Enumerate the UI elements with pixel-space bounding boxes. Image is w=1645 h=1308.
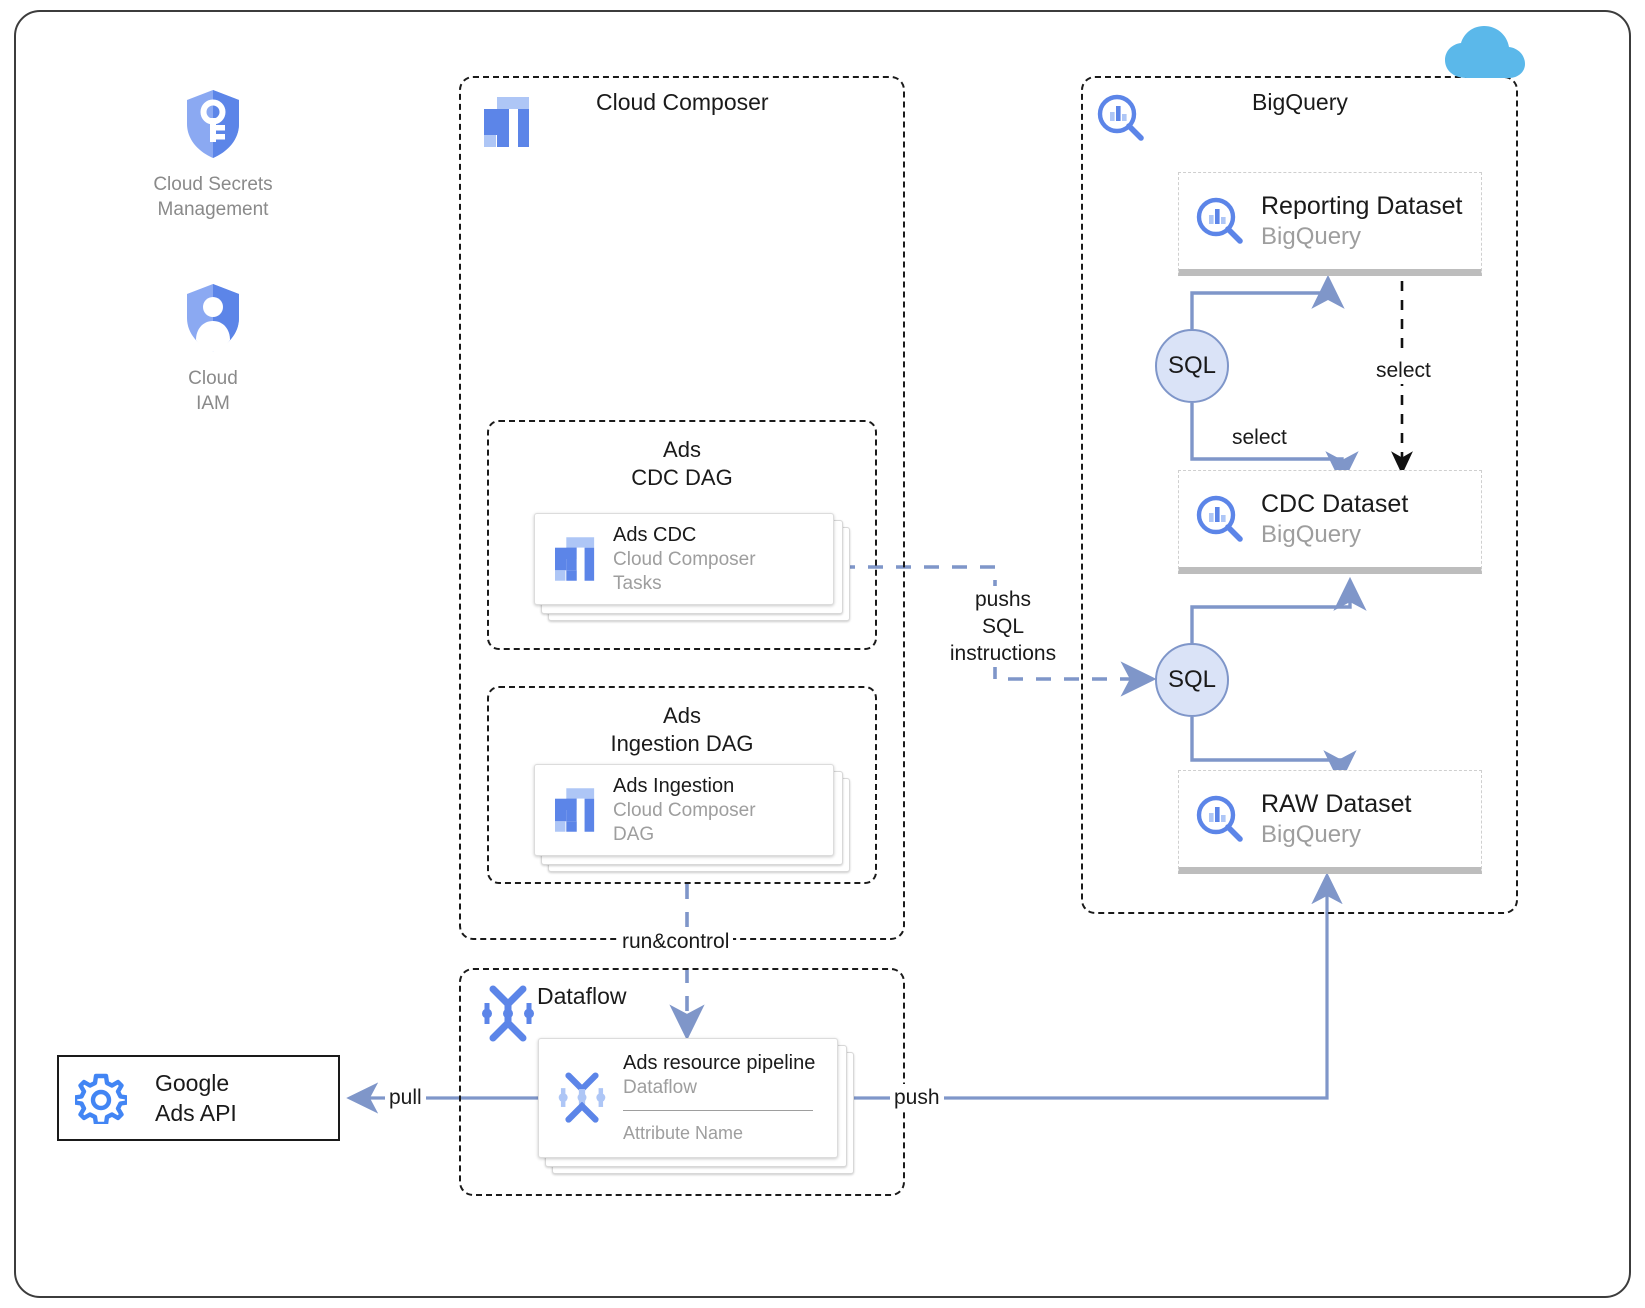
google-ads-api-label: Google Ads API [155,1068,237,1128]
cloud-composer-icon [549,787,601,833]
card-text: Ads CDC Cloud Composer Tasks [613,523,756,596]
sql-node-reporting[interactable]: SQL [1155,329,1229,403]
service-label: Cloud IAM [188,366,238,416]
dataset-title: RAW Dataset [1261,790,1412,818]
subgroup-title-line2: Ingestion DAG [610,731,754,756]
dataset-title: CDC Dataset [1261,490,1409,518]
subgroup-ads-ingestion-dag: Ads Ingestion DAG [487,686,877,884]
service-label-line2: Management [157,199,269,220]
service-label-line2: IAM [196,393,230,414]
bigquery-icon [1191,494,1249,544]
card-subtitle-line2: DAG [613,823,655,845]
card-subtitle-line1: Cloud Composer [613,548,756,570]
dataset-text: CDC Dataset BigQuery [1261,488,1408,550]
dataset-text: Reporting Dataset BigQuery [1261,190,1463,252]
bigquery-icon [1191,196,1249,246]
card-subtitle-line1: Dataflow [623,1077,697,1098]
dataset-text: RAW Dataset BigQuery [1261,788,1412,850]
dataset-subtitle: BigQuery [1261,223,1362,250]
dataset-subtitle: BigQuery [1261,821,1362,848]
service-cloud-iam: Cloud IAM [148,282,278,416]
cloud-icon [1443,24,1527,89]
service-label-line1: Cloud [188,368,238,389]
card-subtitle-line2: Tasks [613,572,662,594]
dataset-cdc[interactable]: CDC Dataset BigQuery [1178,470,1482,574]
sql-node-cdc[interactable]: SQL [1155,643,1229,717]
bigquery-icon [1096,93,1146,148]
dataset-raw[interactable]: RAW Dataset BigQuery [1178,770,1482,874]
card-ads-cdc[interactable]: Ads CDC Cloud Composer Tasks [534,513,834,605]
subgroup-title-line1: Ads [663,703,701,728]
edge-label-line1: pushs [974,588,1032,611]
dataset-subtitle: BigQuery [1261,521,1362,548]
gear-icon [75,1072,137,1124]
service-cloud-secrets-management: Cloud Secrets Management [148,88,278,222]
google-ads-api-box[interactable]: Google Ads API [57,1055,340,1141]
group-title-cloud-composer: Cloud Composer [596,89,769,115]
card-title: Ads Ingestion [613,774,735,797]
cloud-composer-icon [484,96,530,153]
card-stack-ads-resource-pipeline: Ads resource pipeline Dataflow Attribute… [538,1038,858,1178]
card-stack-ads-ingestion: Ads Ingestion Cloud Composer DAG [534,764,854,876]
edge-label-pull: pull [385,1084,426,1111]
google-ads-api-label-line2: Ads API [155,1100,237,1126]
group-title-bigquery: BigQuery [1252,89,1348,115]
subgroup-ads-cdc-dag: Ads CDC DAG [487,420,877,650]
card-subtitle-line1: Cloud Composer [613,799,756,821]
service-label: Cloud Secrets Management [153,172,272,222]
edge-label-line3: instructions [949,642,1057,665]
bigquery-icon [1191,794,1249,844]
card-text: Ads resource pipeline Dataflow Attribute… [623,1051,823,1145]
card-ads-resource-pipeline[interactable]: Ads resource pipeline Dataflow Attribute… [538,1038,838,1158]
card-title: Ads resource pipeline [623,1052,816,1074]
card-divider [623,1110,813,1111]
dataset-reporting[interactable]: Reporting Dataset BigQuery [1178,172,1482,276]
subgroup-title-line1: Ads [663,437,701,462]
service-label-line1: Cloud Secrets [153,174,273,195]
edge-label-run-and-control: run&control [618,928,734,955]
subgroup-title-ads-cdc-dag: Ads CDC DAG [489,436,875,492]
group-bigquery [1081,76,1518,914]
card-attribute: Attribute Name [623,1123,744,1143]
edge-label-push: push [890,1084,944,1111]
edge-label-line2: SQL [981,615,1025,638]
shield-person-icon [183,282,243,359]
dataset-title: Reporting Dataset [1261,192,1463,220]
card-ads-ingestion[interactable]: Ads Ingestion Cloud Composer DAG [534,764,834,856]
card-title: Ads CDC [613,523,697,546]
group-dataflow [459,968,905,1196]
edge-label-pushs-sql-instructions: pushs SQL instructions [943,586,1063,667]
subgroup-title-ads-ingestion-dag: Ads Ingestion DAG [489,702,875,758]
group-title-dataflow: Dataflow [537,983,627,1009]
dataflow-icon [553,1072,611,1124]
card-stack-ads-cdc: Ads CDC Cloud Composer Tasks [534,513,854,625]
dataflow-icon [479,985,537,1048]
subgroup-title-line2: CDC DAG [631,465,733,490]
cloud-composer-icon [549,536,601,582]
edge-label-select-sql-to-cdc: select [1228,424,1291,451]
google-ads-api-label-line1: Google [155,1070,230,1096]
shield-key-icon [183,88,243,165]
edge-label-select-reporting-to-cdc: select [1372,357,1435,384]
card-text: Ads Ingestion Cloud Composer DAG [613,774,756,847]
